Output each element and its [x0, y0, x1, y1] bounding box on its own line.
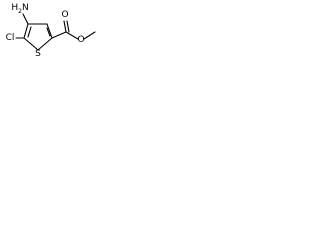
ring-bond-s-c2 [37, 37, 53, 51]
chemical-structure-diagram: H2N Cl S O O [6, 3, 96, 59]
ester-oxygen-bond [65, 31, 79, 40]
ring-double-bond-c4-c5-inner [27, 26, 32, 38]
amine-label: H2N [11, 3, 28, 15]
ester-oxygen-label: O [77, 35, 84, 45]
carbonyl-oxygen-label: O [61, 10, 68, 20]
ring-bond-c4-c5 [23, 23, 29, 39]
ring-bond-c5-s [23, 37, 39, 51]
methyl-bond [83, 31, 96, 40]
amine-bond [22, 13, 29, 25]
ring-double-bond-c2-c3-inner [46, 27, 51, 37]
ring-bond-c2-c3 [46, 23, 53, 39]
chloro-label: Cl [6, 33, 15, 43]
carbonyl-double-bond-b [66, 20, 70, 33]
carbonyl-double-bond-a [63, 20, 67, 33]
sulfur-label: S [35, 49, 41, 59]
ester-carbon-bond [51, 31, 67, 39]
